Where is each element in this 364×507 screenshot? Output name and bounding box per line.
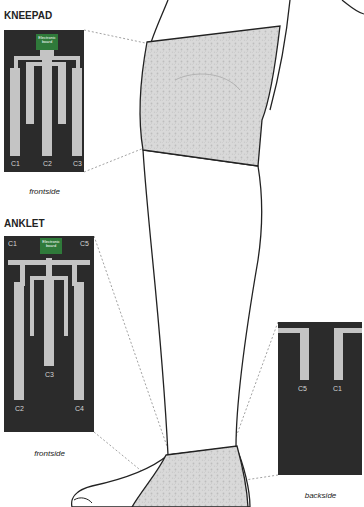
anklet-front-electrodes	[8, 258, 90, 400]
electrode-label: C1	[8, 240, 17, 247]
panel-title: ANKLET	[4, 218, 45, 229]
panel-side-caption: frontside	[4, 450, 95, 459]
electronic-board: Electronic board	[40, 238, 62, 254]
toe-line	[74, 498, 92, 503]
anklet-sleeve	[132, 446, 248, 507]
knee-shading	[175, 74, 240, 90]
foot	[72, 447, 250, 507]
electrode-label: C5	[298, 385, 307, 392]
electronic-board: Electronic board	[36, 34, 58, 50]
anklet-back-panel	[278, 322, 362, 475]
sensor-panel: KNEEPAD frontside Electronic board	[4, 10, 85, 197]
panel-side-caption: backside	[276, 492, 364, 501]
sensor-panel: ANKLET frontside Electronic board	[4, 218, 95, 459]
kneepad-panel	[4, 30, 84, 172]
electrode-label: C4	[75, 405, 84, 412]
electrode-label: C5	[80, 240, 89, 247]
kneepad-sleeve	[140, 26, 280, 166]
panel-title: KNEEPAD	[4, 10, 52, 21]
anklet-back-electrodes	[278, 328, 362, 380]
board-label: Electronic board	[41, 240, 61, 249]
electrode-label: C1	[11, 160, 20, 167]
electrode-label: C3	[45, 371, 54, 378]
board-label: Electronic board	[37, 36, 57, 45]
electrode-label: C1	[333, 385, 342, 392]
anklet-front-panel	[4, 236, 94, 432]
panel-side-caption: frontside	[4, 188, 85, 197]
electrode-label: C2	[43, 160, 52, 167]
hand-outline	[342, 0, 364, 14]
kneepad-electrodes	[10, 50, 82, 156]
sensor-panel: backside	[276, 318, 364, 501]
electrode-label: C2	[15, 405, 24, 412]
lower-leg	[143, 150, 262, 455]
electrode-label: C3	[73, 160, 82, 167]
